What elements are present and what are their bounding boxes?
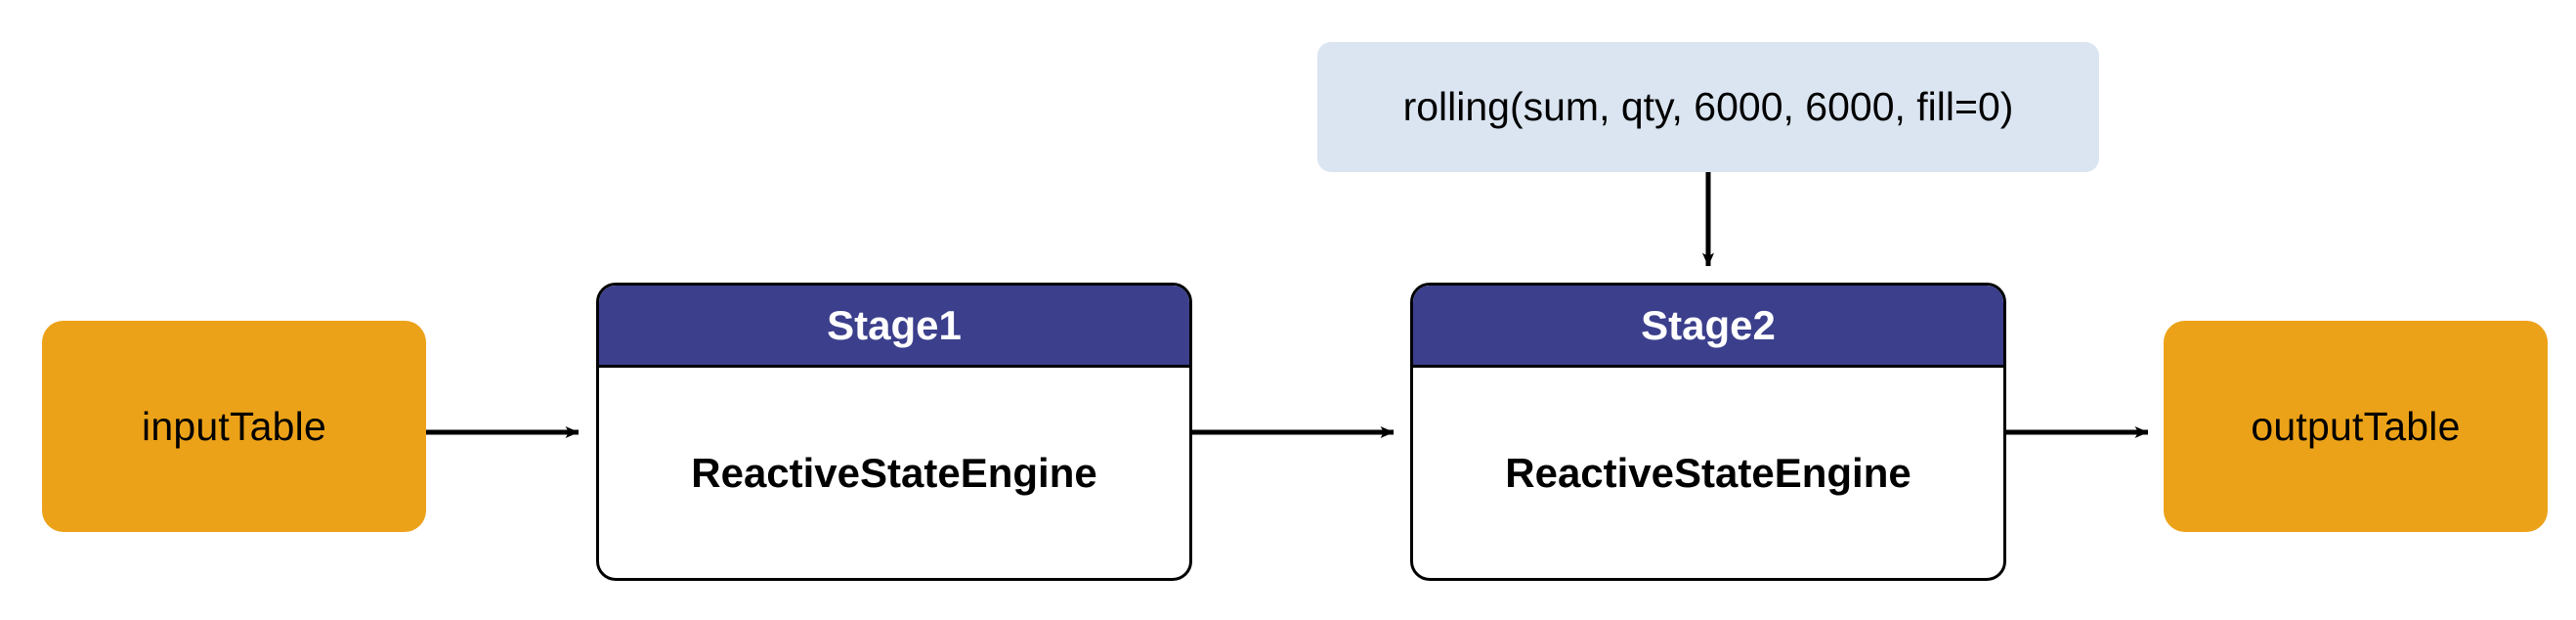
node-output-table[interactable]: outputTable xyxy=(2164,321,2548,532)
node-stage2-header: Stage2 xyxy=(1413,286,2003,368)
node-input-table[interactable]: inputTable xyxy=(42,321,426,532)
node-stage1[interactable]: Stage1 ReactiveStateEngine xyxy=(596,283,1192,581)
node-stage2-body-label: ReactiveStateEngine xyxy=(1505,449,1911,496)
node-stage1-body: ReactiveStateEngine xyxy=(599,368,1189,578)
node-stage2[interactable]: Stage2 ReactiveStateEngine xyxy=(1410,283,2006,581)
node-stage1-body-label: ReactiveStateEngine xyxy=(691,449,1097,496)
node-stage1-header: Stage1 xyxy=(599,286,1189,368)
node-stage2-body: ReactiveStateEngine xyxy=(1413,368,2003,578)
node-stage1-title: Stage1 xyxy=(827,301,962,348)
node-output-table-label: outputTable xyxy=(2251,403,2461,449)
annotation-callout-label: rolling(sum, qty, 6000, 6000, fill=0) xyxy=(1402,84,2014,129)
node-stage2-title: Stage2 xyxy=(1641,301,1776,348)
node-input-table-label: inputTable xyxy=(142,403,326,449)
annotation-callout-rolling[interactable]: rolling(sum, qty, 6000, 6000, fill=0) xyxy=(1317,42,2099,172)
